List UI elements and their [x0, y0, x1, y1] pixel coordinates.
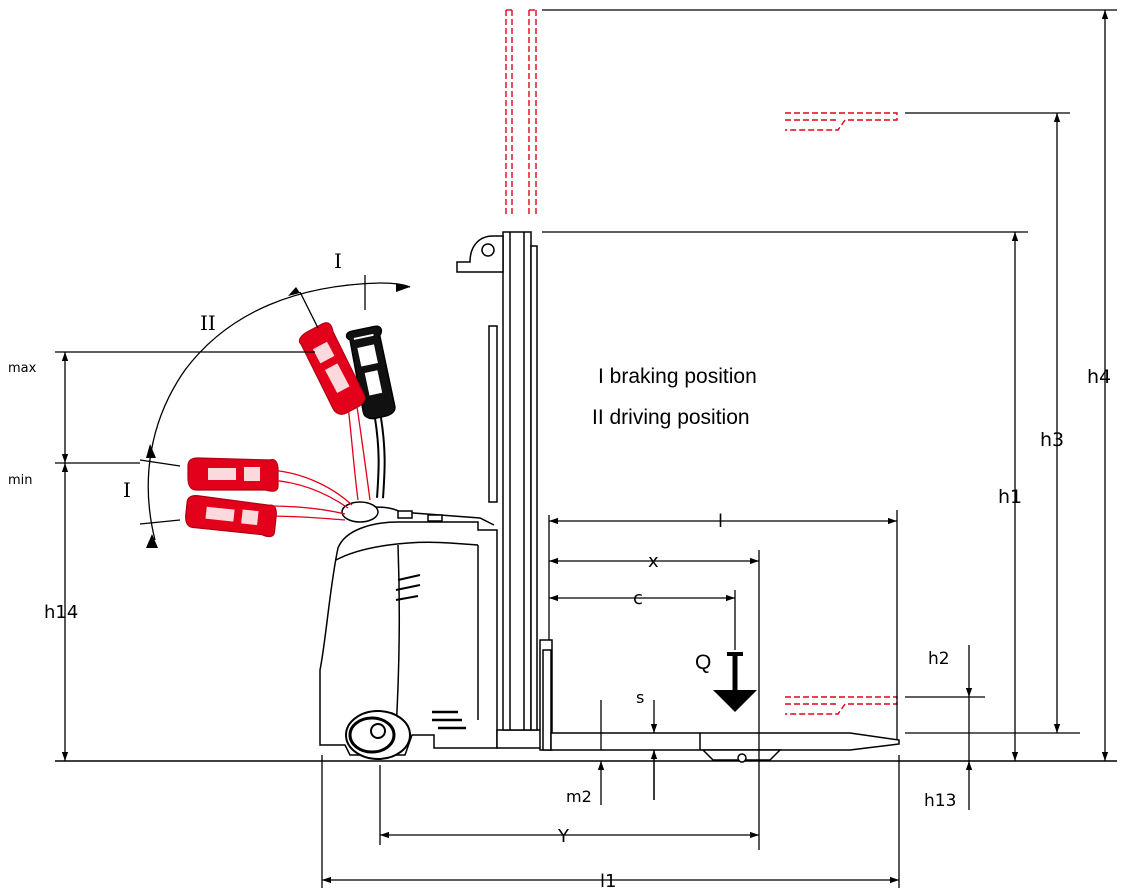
label-h1: h1 — [998, 486, 1022, 508]
drive-wheel — [345, 710, 411, 760]
left-dimensions — [55, 351, 315, 761]
tiller-red-min-upper — [187, 457, 279, 492]
label-y: Y — [557, 826, 570, 847]
load-arrow — [713, 652, 757, 712]
tiller-black — [345, 325, 396, 420]
label-c: c — [633, 588, 643, 609]
legend-driving: II driving position — [592, 406, 750, 429]
label-x: x — [648, 551, 659, 572]
label-l1: l1 — [600, 871, 616, 892]
label-q: Q — [695, 651, 711, 674]
horizontal-dimensions — [321, 510, 900, 888]
label-h4: h4 — [1087, 366, 1111, 388]
arc-arrow-right — [396, 283, 410, 292]
mast — [456, 231, 552, 751]
label-roman-i-bottom: I — [123, 478, 131, 502]
tiller-arm-red-upper — [347, 399, 371, 501]
label-h3: h3 — [1040, 429, 1064, 451]
label-l: l — [718, 511, 723, 532]
label-min: min — [8, 473, 33, 488]
label-h14: h14 — [44, 602, 78, 623]
label-max: max — [8, 361, 37, 376]
tiller-arm-red-min-lower — [265, 505, 346, 521]
tiller-arm-red-min-upper — [269, 469, 353, 509]
tiller-red-min-lower — [185, 495, 277, 538]
label-roman-ii: II — [200, 311, 216, 335]
right-dimensions — [542, 9, 1117, 810]
label-m2: m2 — [566, 787, 592, 806]
arc-arrow-top — [288, 287, 300, 296]
legend-braking: I braking position — [598, 365, 757, 388]
tiller-angle-arc — [139, 275, 411, 541]
forks-h2-dashed — [785, 696, 898, 715]
tiller-red-upper — [298, 322, 366, 415]
label-roman-i-top: I — [334, 249, 342, 273]
label-h2: h2 — [928, 649, 950, 669]
forks-lowered — [550, 732, 900, 763]
arc-arrow-bottom — [146, 534, 158, 548]
label-s: s — [636, 688, 644, 707]
mast-extension-dashed — [505, 9, 537, 214]
arc-arrow-ii-end — [146, 444, 156, 458]
forks-raised-dashed — [785, 112, 898, 131]
label-h13: h13 — [924, 791, 956, 811]
